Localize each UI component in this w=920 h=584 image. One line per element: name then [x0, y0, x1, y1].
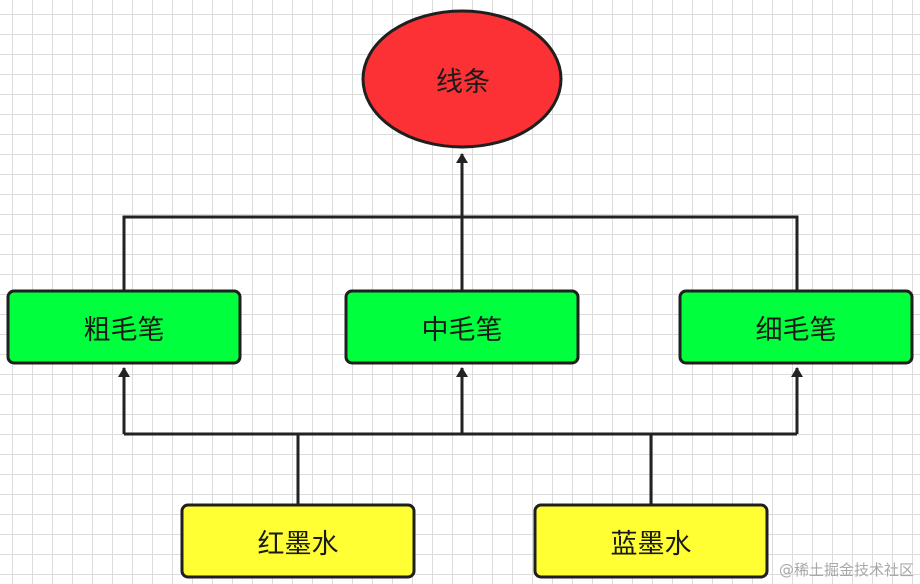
red-ink-node-shape [180, 503, 416, 579]
top-node-shape [361, 9, 563, 149]
watermark: @稀土掘金技术社区 [778, 561, 914, 579]
medium-brush-node-shape [344, 289, 580, 365]
blue-ink-node-shape [533, 503, 769, 579]
fine-brush-node-shape [678, 289, 914, 365]
coarse-brush-node-shape [6, 289, 242, 365]
